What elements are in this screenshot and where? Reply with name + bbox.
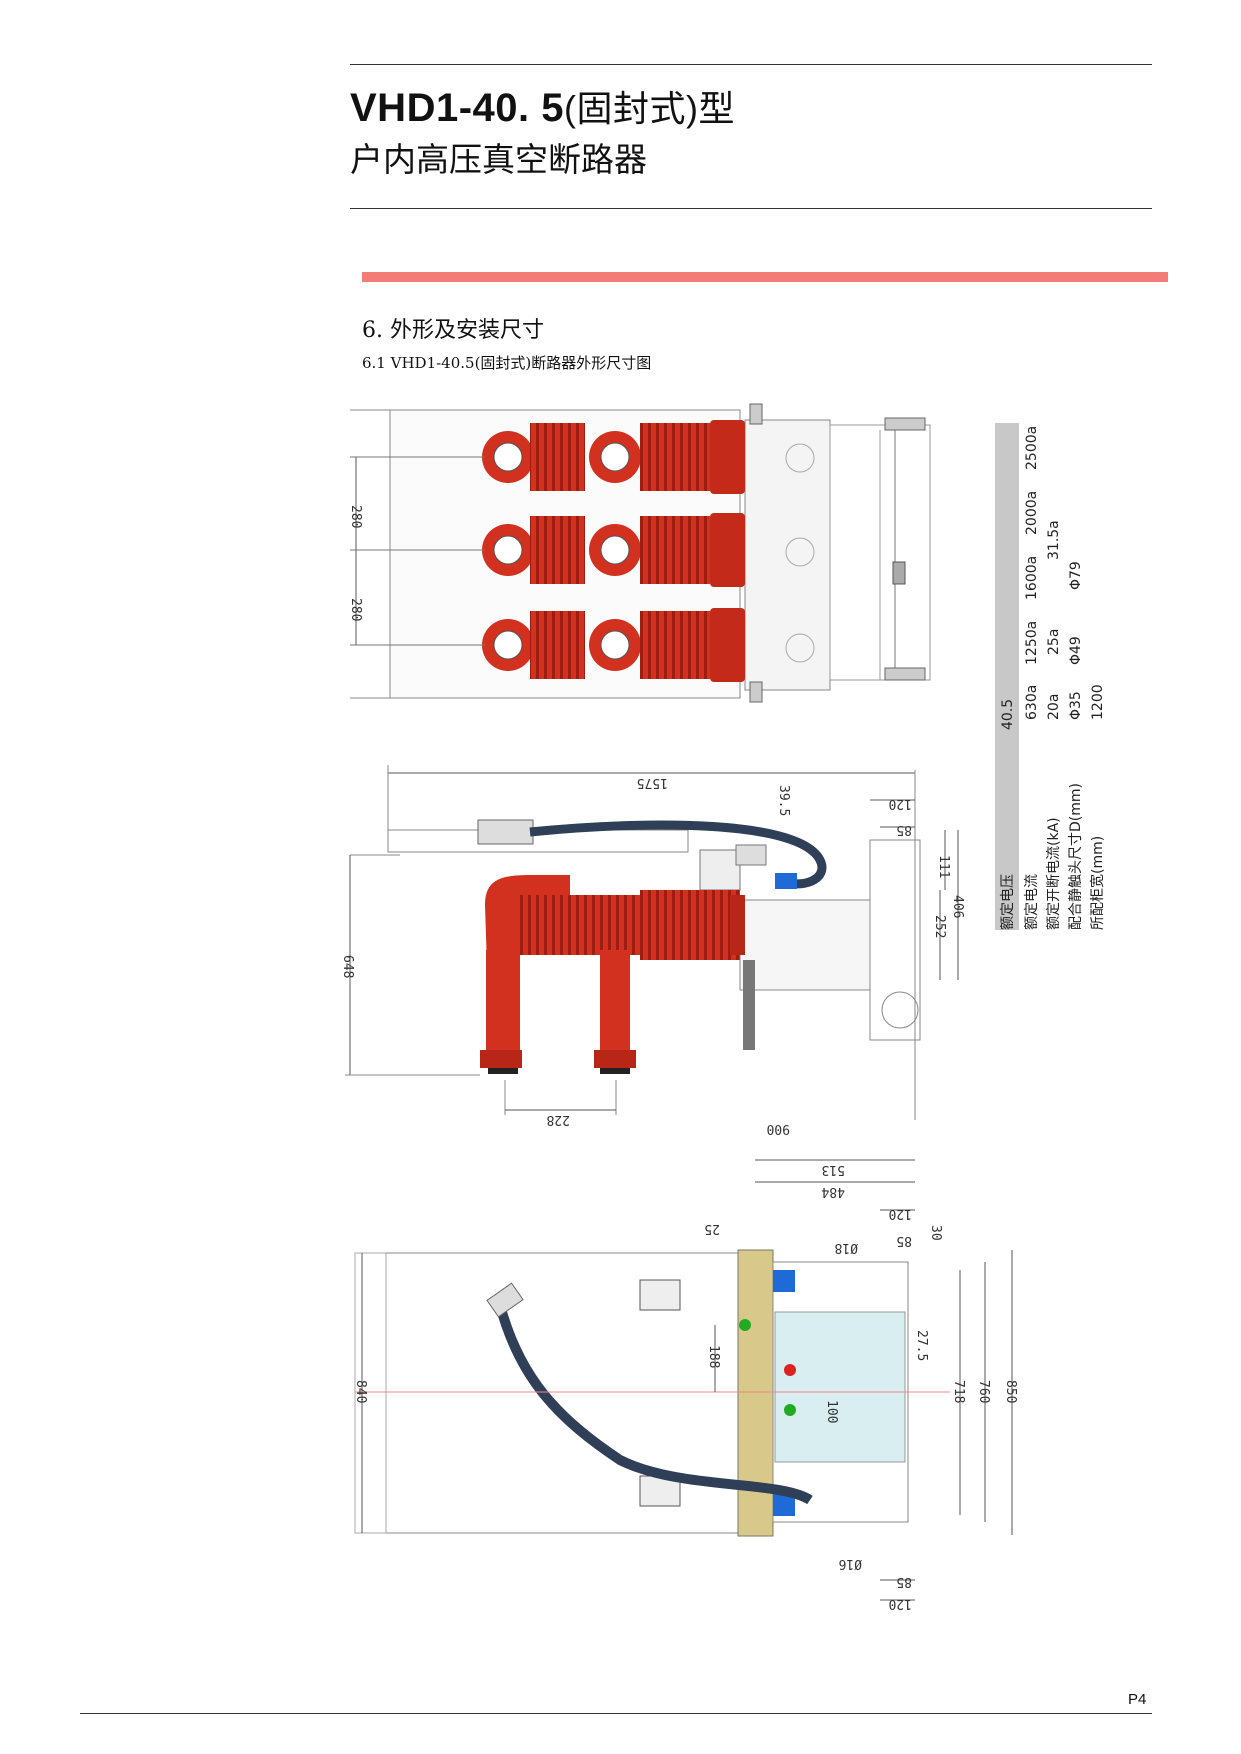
dim-760: 760 bbox=[976, 1380, 991, 1403]
dim-850: 850 bbox=[1003, 1380, 1018, 1403]
accent-bar bbox=[362, 272, 1168, 282]
spec-contact-35: Φ35 bbox=[1068, 691, 1084, 720]
spec-breaking-31-5: 31.5a bbox=[1046, 520, 1062, 560]
dim-pole-spacing-2: 280 bbox=[348, 598, 363, 621]
dim-252: 252 bbox=[932, 915, 947, 938]
dim-width: 840 bbox=[353, 1380, 368, 1403]
pole-1 bbox=[482, 420, 745, 494]
dim-120-bottom: 120 bbox=[889, 1596, 912, 1611]
dim-pole-spacing-1: 280 bbox=[348, 505, 363, 528]
spec-breaking-20: 20a bbox=[1046, 694, 1062, 720]
side-view-drawing: 1575 648 228 900 39.5 bbox=[340, 765, 965, 1136]
dim-39-5: 39.5 bbox=[776, 785, 791, 816]
dim-900: 900 bbox=[767, 1121, 790, 1136]
dim-arm-spacing: 228 bbox=[547, 1112, 570, 1127]
spec-contact-49: Φ49 bbox=[1068, 636, 1084, 665]
spec-row-voltage-value: 40.5 bbox=[1000, 699, 1016, 730]
spec-current-2500: 2500a bbox=[1024, 426, 1040, 470]
dim-phi18: Ø18 bbox=[835, 1240, 858, 1255]
spec-row-contact-label: 配合静触头尺寸D(mm) bbox=[1068, 783, 1084, 930]
footer-rule bbox=[80, 1713, 1152, 1714]
dim-30: 30 bbox=[928, 1225, 943, 1241]
spec-row-current-label: 额定电流 bbox=[1024, 874, 1040, 930]
dim-406: 406 bbox=[950, 895, 965, 918]
dim-484: 484 bbox=[821, 1184, 845, 1199]
page-title: VHD1-40. 5(固封式)型 bbox=[350, 80, 735, 132]
page-subtitle: 户内高压真空断路器 bbox=[350, 140, 647, 179]
title-suffix: (固封式)型 bbox=[563, 88, 735, 129]
dim-overall-length: 1575 bbox=[637, 775, 668, 790]
dim-phi16: Ø16 bbox=[839, 1556, 862, 1571]
title-model: VHD1-40. 5 bbox=[350, 86, 564, 130]
spec-table: 额定电压 40.5 额定电流 630a 1250a 1600a 2000a 25… bbox=[995, 423, 1106, 930]
pole-3 bbox=[482, 608, 745, 682]
front-view-drawing: 513 484 120 85 30 25 Ø18 840 188 27.5 10… bbox=[353, 1159, 1018, 1611]
pole-2 bbox=[482, 513, 745, 587]
top-view-drawing: 280 280 bbox=[348, 403, 931, 703]
dim-111: 111 bbox=[936, 855, 951, 878]
header-bottom-rule bbox=[350, 208, 1152, 209]
spec-cabinet-1200: 1200 bbox=[1090, 684, 1106, 720]
dim-25: 25 bbox=[704, 1221, 720, 1236]
section-subtitle: 6.1 VHD1-40.5(固封式)断路器外形尺寸图 bbox=[362, 354, 652, 372]
dim-27-5: 27.5 bbox=[914, 1330, 929, 1361]
dim-100: 100 bbox=[824, 1400, 839, 1423]
spec-row-cabinet-label: 所配柜宽(mm) bbox=[1089, 836, 1106, 930]
section-title: 6. 外形及安装尺寸 bbox=[362, 318, 544, 343]
dim-120-top: 120 bbox=[889, 1206, 912, 1221]
dim-513: 513 bbox=[822, 1162, 845, 1177]
page-number: P4 bbox=[1128, 1691, 1147, 1708]
spec-breaking-25: 25a bbox=[1046, 629, 1062, 655]
dim-718: 718 bbox=[951, 1380, 966, 1403]
dim-85: 85 bbox=[896, 822, 912, 837]
top-rule bbox=[350, 64, 1152, 65]
spec-contact-79: Φ79 bbox=[1068, 561, 1084, 590]
spec-current-1600: 1600a bbox=[1024, 556, 1040, 600]
dim-height: 648 bbox=[340, 955, 355, 978]
dim-120: 120 bbox=[889, 796, 912, 811]
dim-85-bottom: 85 bbox=[896, 1574, 912, 1589]
spec-current-1250: 1250a bbox=[1024, 621, 1040, 665]
spec-current-2000: 2000a bbox=[1024, 491, 1040, 535]
spec-row-breaking-label: 额定开断电流(kA) bbox=[1046, 817, 1062, 930]
dim-85-top: 85 bbox=[896, 1233, 912, 1248]
spec-current-630: 630a bbox=[1024, 685, 1040, 720]
spec-row-voltage-label: 额定电压 bbox=[1000, 874, 1016, 930]
dim-188: 188 bbox=[706, 1345, 721, 1368]
